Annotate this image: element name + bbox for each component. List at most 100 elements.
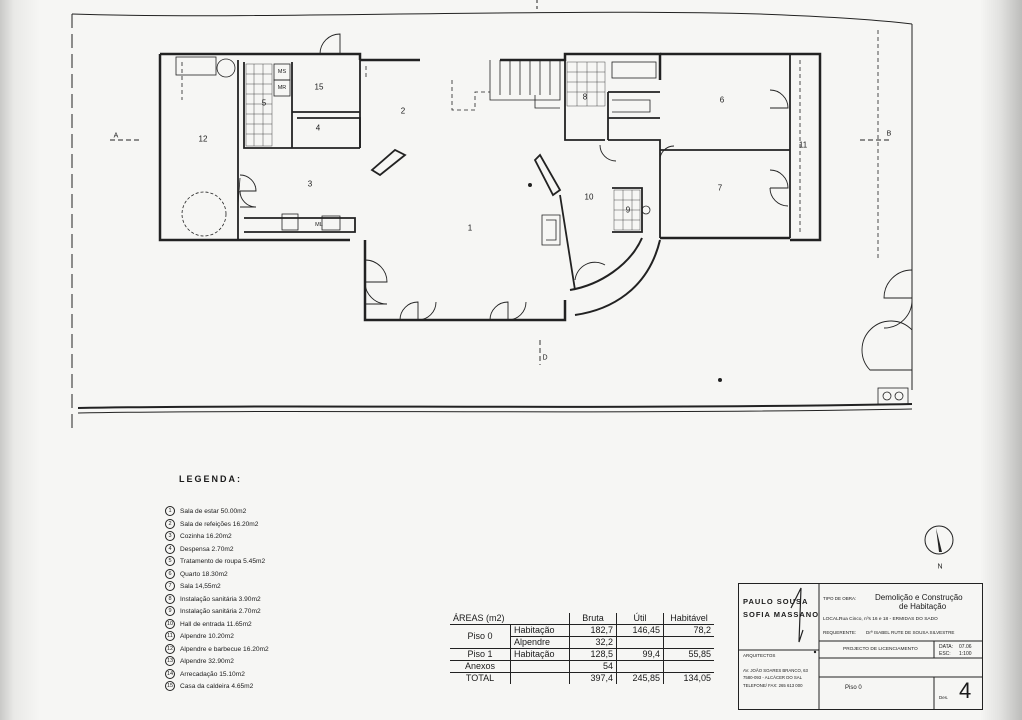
- legend-item-number: 8: [165, 593, 175, 604]
- architect-name-1: PAULO SOUSA: [743, 597, 809, 606]
- data-label: DATA:: [939, 644, 953, 650]
- legend-item: 12 Alpendre e barbecue 16.20m2: [165, 643, 465, 657]
- header-util: Útil: [616, 613, 664, 625]
- local-value: Rua Cinco, nºs 16 e 18 - ERMIDAS DO SADO: [839, 617, 938, 622]
- plot-boundary-bottom-inner: [77, 408, 913, 414]
- legend-item-text: Arrecadação 15.10m2: [180, 670, 245, 678]
- stairs: [489, 60, 561, 109]
- piso1-label: Piso 1: [450, 648, 511, 661]
- legend-item: 2 Sala de refeições 16.20m2: [165, 518, 465, 532]
- legend-item-number: 4: [165, 543, 175, 554]
- requerente-value: Drª ISABEL RUTE DE SOUSA SILVESTRE: [866, 630, 955, 635]
- legend-item-text: Cozinha 16.20m2: [180, 533, 232, 540]
- room-label-15: 15: [314, 82, 324, 92]
- north-arrow-icon: [924, 525, 954, 555]
- exterior-walls: [158, 52, 822, 322]
- legend-item-number: 11: [165, 631, 175, 642]
- legend-item-number: 14: [165, 668, 175, 679]
- legend-item-text: Sala 14,55m2: [180, 583, 221, 590]
- legend-item-number: 13: [165, 656, 175, 667]
- address-line-2: 7580-093 - ALCÁCER DO SAL: [743, 675, 802, 680]
- architect-signature: [790, 587, 804, 643]
- legend-item-text: Alpendre 10.20m2: [180, 633, 234, 640]
- legend-item-number: 15: [165, 681, 175, 692]
- room-label-3: 3: [307, 179, 313, 189]
- tile-grid: [245, 61, 641, 231]
- room-label-8: 8: [582, 92, 588, 102]
- north-label: N: [937, 563, 943, 571]
- tipo-obra-label: TIPO DE OBRA:: [823, 596, 857, 601]
- legend-item-number: 6: [165, 568, 175, 579]
- legend-item: 4 Despensa 2.70m2: [165, 543, 465, 557]
- total-habitavel: 134,05: [663, 672, 714, 684]
- piso0-habitavel: 78,2: [663, 624, 714, 637]
- legend-item-number: 3: [165, 531, 175, 542]
- section-marker-d: D: [542, 354, 548, 362]
- piso1-util: 99,4: [616, 648, 664, 661]
- piso1-bruta: 128,5: [569, 648, 617, 661]
- section-marker-a: A: [113, 132, 119, 140]
- section-markers: [110, 139, 890, 365]
- piso0-alpendre: Alpendre: [510, 636, 570, 649]
- room-label-2: 2: [400, 106, 406, 116]
- phone-fax: TELEFONE/ FAX: 265 613 000: [743, 683, 803, 688]
- door-swings: [239, 33, 913, 371]
- room-label-1: 1: [467, 223, 473, 233]
- fixture-mr-label: MR: [277, 85, 287, 91]
- legend-item-number: 2: [165, 518, 175, 529]
- room-label-4: 4: [315, 123, 321, 133]
- total-util: 245,85: [616, 672, 664, 684]
- legend-item-text: Alpendre e barbecue 16.20m2: [180, 645, 269, 653]
- legend-item-number: 10: [165, 618, 175, 629]
- legend-item-text: Quarto 18.30m2: [180, 570, 228, 578]
- legend-item: 9 Instalação sanitária 2.70m2: [165, 606, 465, 619]
- legend-item-text: Sala de refeições 16.20m2: [180, 520, 259, 528]
- header-bruta: Bruta: [569, 613, 617, 625]
- projecto-label: PROJECTO DE LICENCIAMENTO: [843, 647, 918, 652]
- fixture-ml-label: ML: [315, 222, 323, 228]
- legend-item: 6 Quarto 18.30m2: [165, 568, 465, 582]
- piso0-habitacao: Habitação: [510, 624, 570, 637]
- header-habitavel: Habitável: [663, 613, 714, 625]
- legend-item-text: Instalação sanitária 2.70m2: [180, 608, 261, 615]
- legend-item-text: Sala de estar 50.00m2: [180, 508, 247, 515]
- address-line-1: AV. JOÃO SOARES BRANCO, 63: [743, 668, 808, 673]
- room-label-5: 5: [261, 98, 267, 108]
- piso0-bruta: 182,7: [569, 624, 617, 637]
- architects-label: ARQUITECTOS: [743, 653, 776, 658]
- entrance-curve: [569, 237, 643, 291]
- legend-item-number: 5: [165, 556, 175, 567]
- legend-item: 7 Sala 14,55m2: [165, 581, 465, 594]
- areas-table: ÁREAS (m2) Bruta Útil Habitável Piso 0 H…: [450, 613, 714, 684]
- tipo-obra-value-2: de Habitação: [899, 602, 947, 611]
- piso-label: Piso 0: [845, 685, 862, 691]
- room-label-10: 10: [584, 192, 594, 202]
- fixture-ms-label: MS: [277, 69, 287, 75]
- legend-item-number: 7: [165, 581, 175, 592]
- escala-label: ESC:: [939, 651, 951, 657]
- legend-item-text: Despensa 2.70m2: [180, 545, 234, 553]
- room-label-9: 9: [625, 205, 631, 215]
- legend-item-number: 9: [165, 606, 175, 617]
- anexos-bruta: 54: [569, 660, 617, 673]
- piso0-util: 146,45: [616, 624, 664, 637]
- legend-item-number: 12: [165, 643, 175, 654]
- room-label-12: 12: [198, 134, 208, 144]
- fixtures: [175, 56, 909, 405]
- plot-boundary-bottom: [77, 403, 913, 409]
- piso1-habitacao: Habitação: [510, 648, 570, 661]
- local-label: LOCAL:: [823, 617, 841, 622]
- interior-walls: [237, 54, 791, 291]
- architect-name-2: SOFIA MASSANO: [743, 610, 820, 619]
- tipo-obra-value-1: Demolição e Construção: [875, 593, 963, 602]
- total-bruta: 397,4: [569, 672, 617, 684]
- anexos-label: Anexos: [450, 660, 511, 673]
- total-label: TOTAL: [465, 673, 495, 683]
- legend-item: 3 Cozinha 16.20m2: [165, 531, 465, 544]
